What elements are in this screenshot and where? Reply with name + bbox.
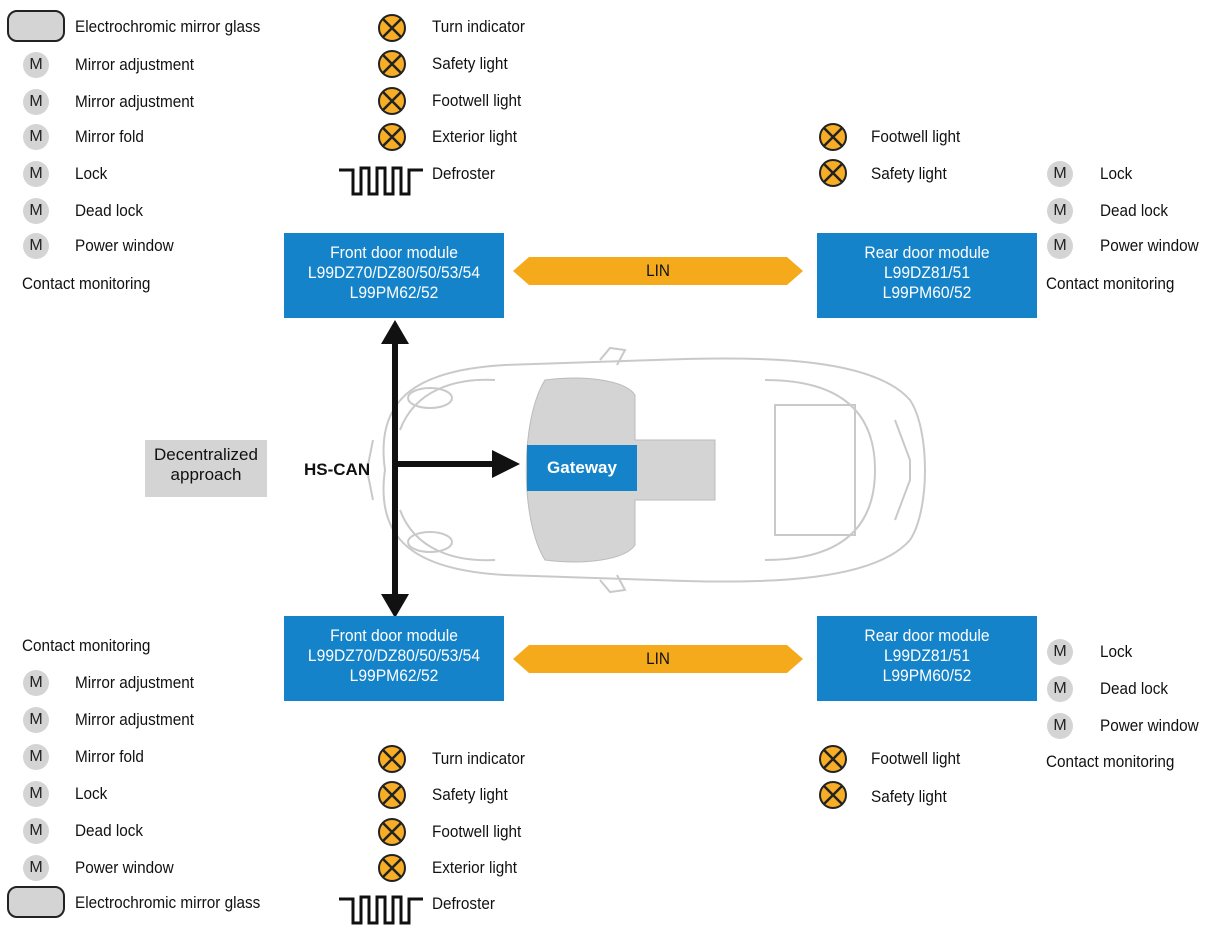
label-exterior-light: Exterior light [432, 127, 518, 146]
motor-icon: M [23, 670, 49, 696]
label-contact-monitoring: Contact monitoring [22, 274, 151, 293]
label-mirror-adjustment: Mirror adjustment [75, 710, 195, 729]
label-turn-indicator: Turn indicator [432, 749, 525, 768]
motor-icon: M [23, 707, 49, 733]
label-dead-lock: Dead lock [1100, 679, 1169, 698]
label-footwell-light: Footwell light [432, 822, 522, 841]
lamp-icon [819, 745, 847, 773]
label-dead-lock: Dead lock [1100, 201, 1169, 220]
motor-icon: M [1047, 713, 1073, 739]
label-lock: Lock [75, 164, 108, 183]
lamp-icon [378, 14, 406, 42]
lamp-icon [819, 781, 847, 809]
motor-icon: M [23, 161, 49, 187]
label-contact-monitoring: Contact monitoring [1046, 274, 1175, 293]
gateway-box: Gateway [527, 445, 637, 491]
label-mirror-fold: Mirror fold [75, 747, 144, 766]
label-power-window: Power window [1100, 236, 1199, 255]
hs-can-label: HS-CAN [304, 460, 371, 479]
lin-bus-bottom: LIN [513, 645, 803, 673]
label-dead-lock: Dead lock [75, 821, 144, 840]
lamp-icon [378, 818, 406, 846]
label-power-window: Power window [75, 858, 174, 877]
lamp-icon [819, 159, 847, 187]
label-defroster: Defroster [432, 164, 495, 183]
lamp-icon [378, 123, 406, 151]
motor-icon: M [23, 124, 49, 150]
label-footwell-light: Footwell light [871, 749, 961, 768]
label-electrochromic: Electrochromic mirror glass [75, 893, 261, 912]
motor-icon: M [23, 855, 49, 881]
motor-icon: M [1047, 233, 1073, 259]
lamp-icon [378, 87, 406, 115]
label-lock: Lock [1100, 642, 1133, 661]
motor-icon: M [23, 89, 49, 115]
label-lock: Lock [75, 784, 108, 803]
motor-icon: M [1047, 639, 1073, 665]
lin-label: LIN [646, 261, 670, 280]
label-mirror-adjustment: Mirror adjustment [75, 673, 195, 692]
label-mirror-adjustment: Mirror adjustment [75, 92, 195, 111]
lamp-icon [819, 123, 847, 151]
label-lock: Lock [1100, 164, 1133, 183]
hs-can-bus-arrows [381, 320, 520, 618]
label-footwell-light: Footwell light [432, 91, 522, 110]
motor-icon: M [23, 233, 49, 259]
lamp-icon [378, 781, 406, 809]
motor-icon: M [23, 781, 49, 807]
label-footwell-light: Footwell light [871, 127, 961, 146]
motor-icon: M [23, 198, 49, 224]
motor-icon: M [23, 52, 49, 78]
defroster-icon [339, 166, 423, 196]
label-contact-monitoring: Contact monitoring [1046, 752, 1175, 771]
mirror-glass-icon [7, 10, 65, 42]
defroster-icon [339, 895, 423, 925]
motor-icon: M [23, 818, 49, 844]
motor-icon: M [1047, 161, 1073, 187]
label-defroster: Defroster [432, 894, 495, 913]
lamp-icon [378, 854, 406, 882]
lamp-icon [378, 745, 406, 773]
mirror-glass-icon [7, 886, 65, 918]
label-safety-light: Safety light [871, 787, 947, 806]
label-dead-lock: Dead lock [75, 201, 144, 220]
motor-icon: M [1047, 676, 1073, 702]
label-mirror-adjustment: Mirror adjustment [75, 55, 195, 74]
label-contact-monitoring: Contact monitoring [22, 636, 151, 655]
label-safety-light: Safety light [871, 164, 947, 183]
motor-icon: M [1047, 198, 1073, 224]
label-power-window: Power window [75, 236, 174, 255]
label-exterior-light: Exterior light [432, 858, 518, 877]
motor-icon: M [23, 744, 49, 770]
lin-bus-top: LIN [513, 257, 803, 285]
label-mirror-fold: Mirror fold [75, 127, 144, 146]
label-turn-indicator: Turn indicator [432, 17, 525, 36]
label-electrochromic: Electrochromic mirror glass [75, 17, 261, 36]
label-power-window: Power window [1100, 716, 1199, 735]
lamp-icon [378, 50, 406, 78]
label-safety-light: Safety light [432, 785, 508, 804]
lin-label: LIN [646, 649, 670, 668]
label-safety-light: Safety light [432, 54, 508, 73]
